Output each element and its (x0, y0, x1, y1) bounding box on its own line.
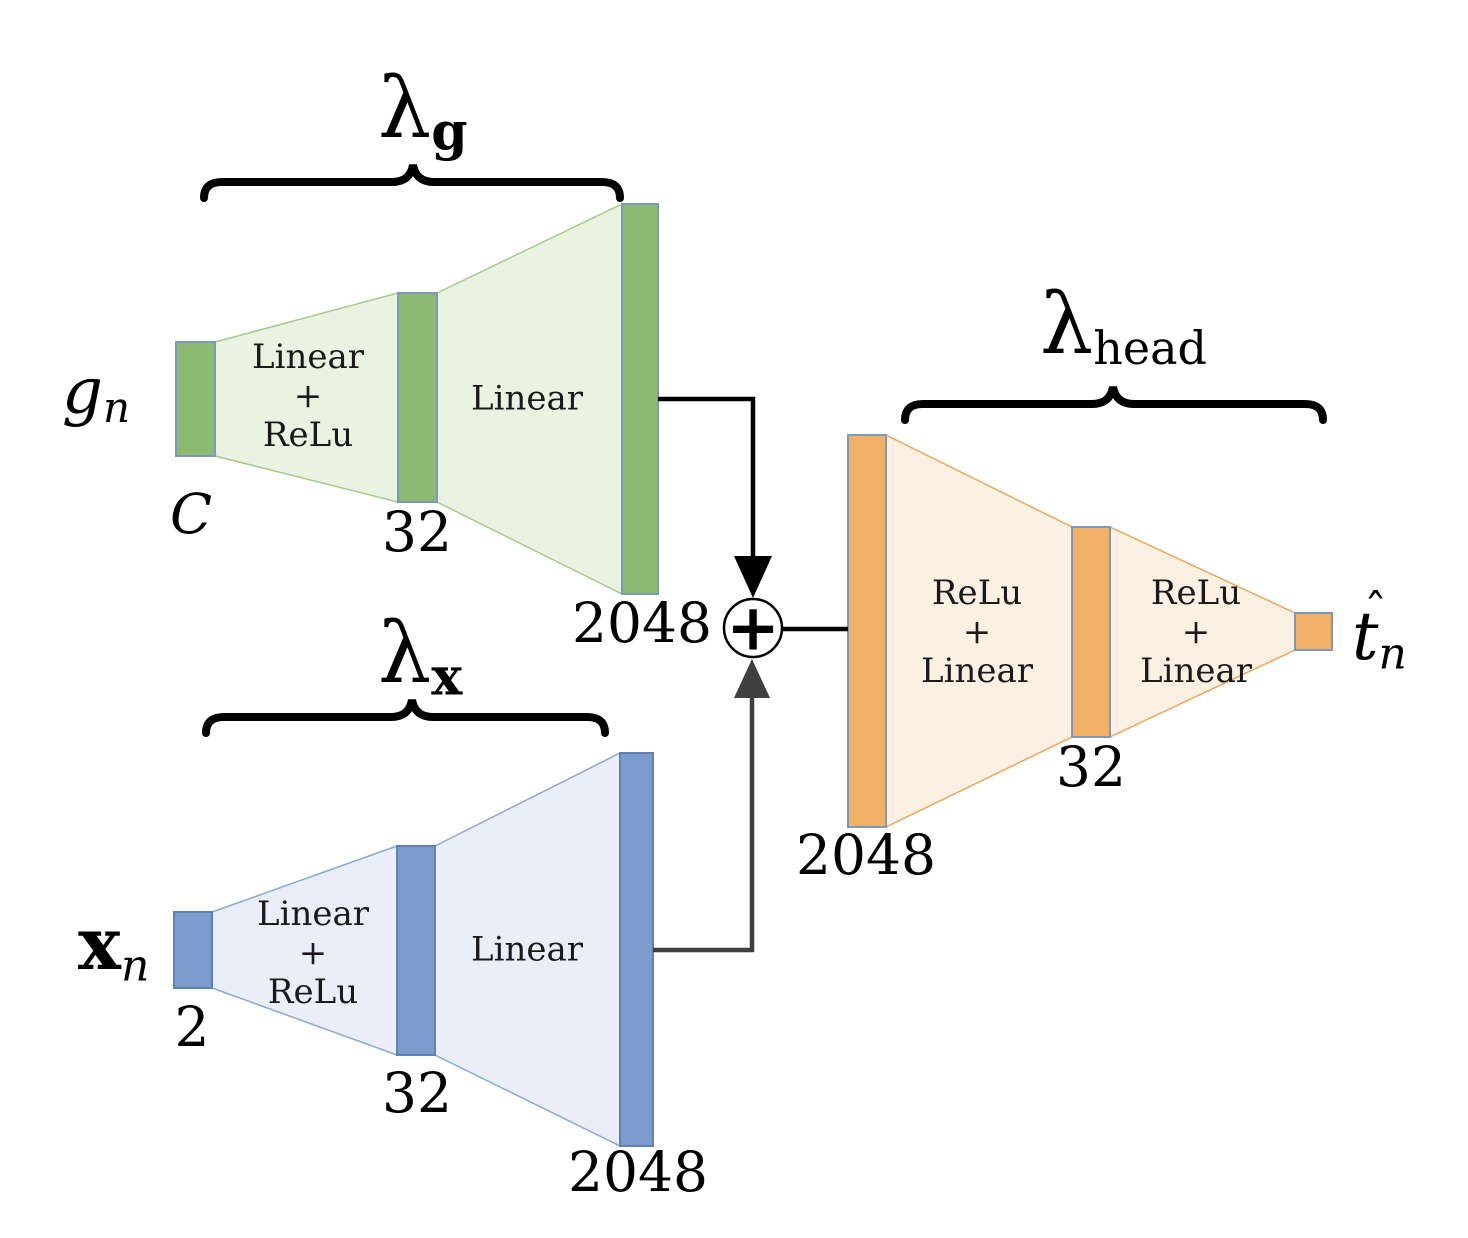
g-layer1-line1: Linear (252, 336, 364, 377)
g-layer1-text: Linear + ReLu (252, 338, 364, 454)
head-layer1-line2: + (962, 611, 992, 652)
x-output-bar (619, 752, 654, 1147)
head-layer1-text: ReLu + Linear (921, 574, 1033, 690)
g-input-symbol: gn (62, 360, 130, 429)
g-merge-arrowhead-icon (734, 556, 772, 598)
merge-sum-circle (722, 597, 784, 659)
head-branch-lambda-label: λhead (1040, 282, 1207, 371)
x-symbol: x (78, 901, 121, 986)
head-input-dim-label: 2048 (796, 823, 936, 887)
head-layer2-line3: Linear (1140, 650, 1252, 691)
x-lambda-subscript: x (431, 646, 463, 708)
x-lambda-symbol: λ (378, 604, 432, 702)
g-input-bar (175, 341, 216, 457)
x-layer1-line1: Linear (257, 893, 369, 934)
g-to-merge-connector (658, 396, 756, 558)
g-output-dim-label: 2048 (572, 591, 712, 655)
x-input-dim-label: 2 (174, 995, 210, 1059)
g-output-bar (621, 203, 659, 595)
head-layer1-line1: ReLu (931, 572, 1023, 613)
hat-accent: ˆ (1364, 584, 1387, 638)
g-hidden-bar (397, 292, 438, 503)
head-output-square (1294, 612, 1333, 651)
head-layer2-line2: + (1181, 611, 1211, 652)
x-hidden-dim-label: 32 (382, 1061, 452, 1125)
g-symbol-subscript: n (102, 383, 131, 433)
head-hidden-dim-label: 32 (1056, 735, 1126, 799)
g-layer1-line2: + (293, 375, 323, 416)
t-symbol: t (1352, 598, 1379, 675)
g-input-dim-label: C (169, 482, 213, 546)
x-hidden-bar (396, 845, 436, 1056)
merge-plus-operator: + (726, 591, 780, 666)
x-symbol-subscript: n (120, 940, 150, 992)
head-hidden-bar (1071, 526, 1111, 738)
g-layer2-text: Linear (471, 378, 583, 419)
x-merge-arrowhead-icon (734, 659, 770, 698)
head-lambda-symbol: λ (1040, 275, 1094, 373)
g-hidden-dim-label: 32 (382, 500, 452, 564)
g-symbol: g (62, 355, 103, 429)
head-lambda-brace-icon (901, 386, 1327, 424)
g-layer1-line3: ReLu (262, 414, 354, 455)
x-input-symbol: xn (78, 908, 149, 988)
x-layer2-text: Linear (471, 929, 583, 970)
x-branch-lambda-label: λx (378, 611, 462, 703)
x-output-dim-label: 2048 (568, 1140, 708, 1204)
x-to-merge-connector (653, 697, 755, 953)
head-layer1-line3: Linear (921, 650, 1033, 691)
x-layer1-line3: ReLu (267, 971, 359, 1012)
g-branch-lambda-label: λg (378, 66, 468, 158)
g-lambda-subscript: g (431, 101, 468, 163)
head-input-bar (847, 434, 887, 828)
x-input-bar (173, 911, 213, 989)
x-layer1-text: Linear + ReLu (257, 895, 369, 1011)
head-layer2-text: ReLu + Linear (1140, 574, 1252, 690)
head-lambda-subscript: head (1093, 321, 1207, 376)
x-layer1-line2: + (298, 932, 328, 973)
g-lambda-symbol: λ (378, 59, 432, 157)
head-layer2-line1: ReLu (1150, 572, 1242, 613)
x-lambda-brace-icon (202, 699, 609, 737)
g-lambda-brace-icon (200, 164, 624, 202)
t-symbol-subscript: n (1378, 628, 1407, 680)
